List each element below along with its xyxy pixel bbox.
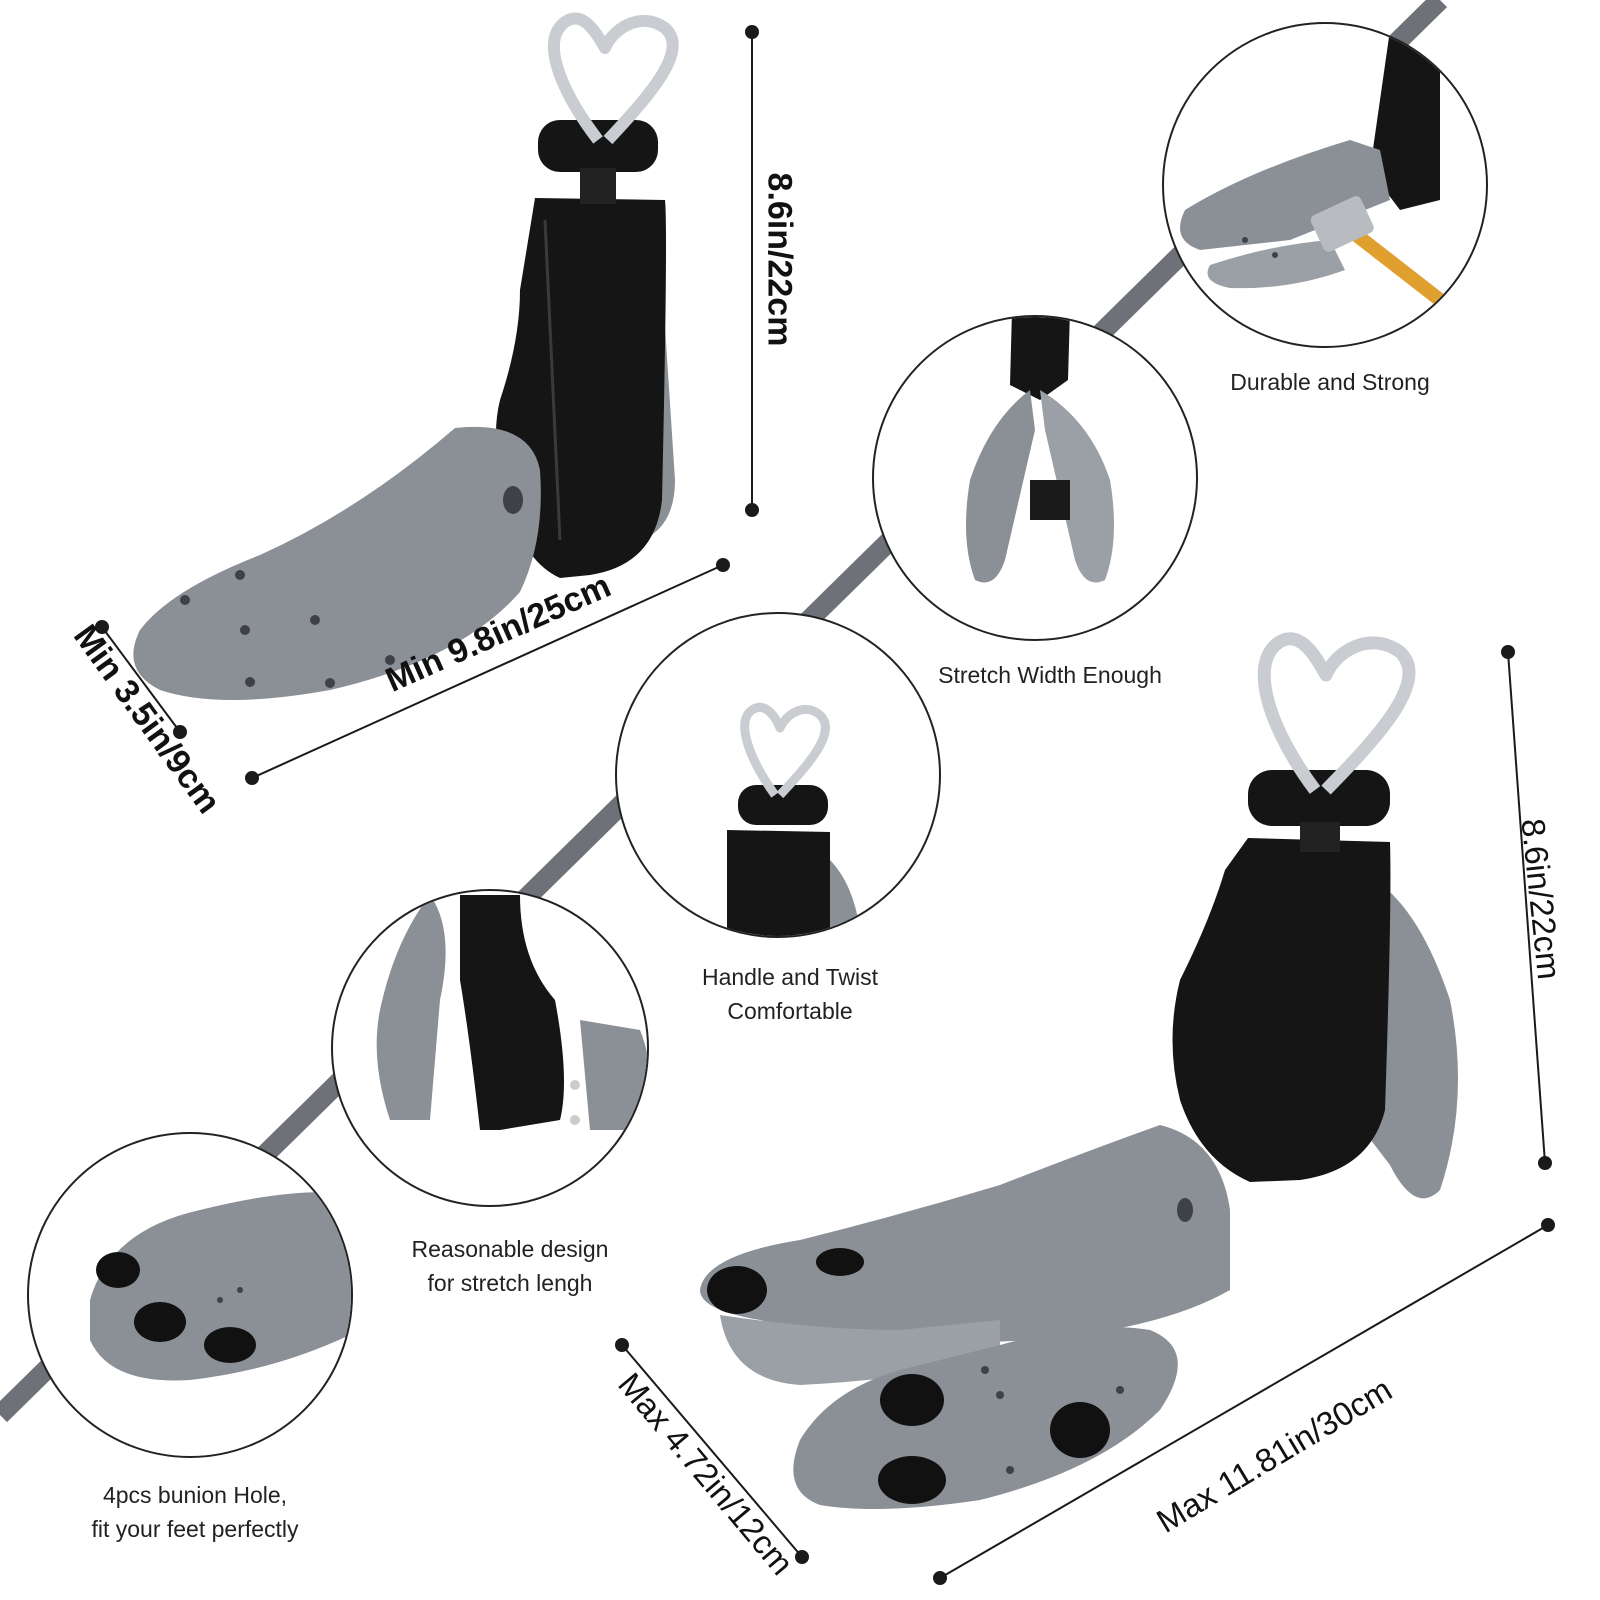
hammer-icon [1310,196,1374,252]
feature-circle-width [872,315,1198,641]
stretcher-max-image [700,632,1458,1509]
feature-label-length: Reasonable design for stretch lengh [411,1236,609,1296]
dimension-lines-min [95,25,759,785]
dimension-lines-max [615,645,1555,1585]
feature-circle-length [331,889,649,1207]
feature-label-durable: Durable and Strong [1230,369,1430,395]
heart-handle-icon [740,702,830,799]
stretcher-min-image [133,12,679,700]
dimension-top-height: 8.6in/22cm [760,172,799,347]
feature-circle-handle [615,612,941,938]
feature-label-bunion: 4pcs bunion Hole, fit your feet perfectl… [91,1482,299,1542]
feature-label-width: Stretch Width Enough [938,662,1162,688]
feature-label-handle: Handle and Twist Comfortable [701,964,878,1024]
feature-circle-bunion [27,1132,353,1458]
bunion-plug-icon [96,1252,256,1363]
feature-circle-durable [1162,22,1488,348]
